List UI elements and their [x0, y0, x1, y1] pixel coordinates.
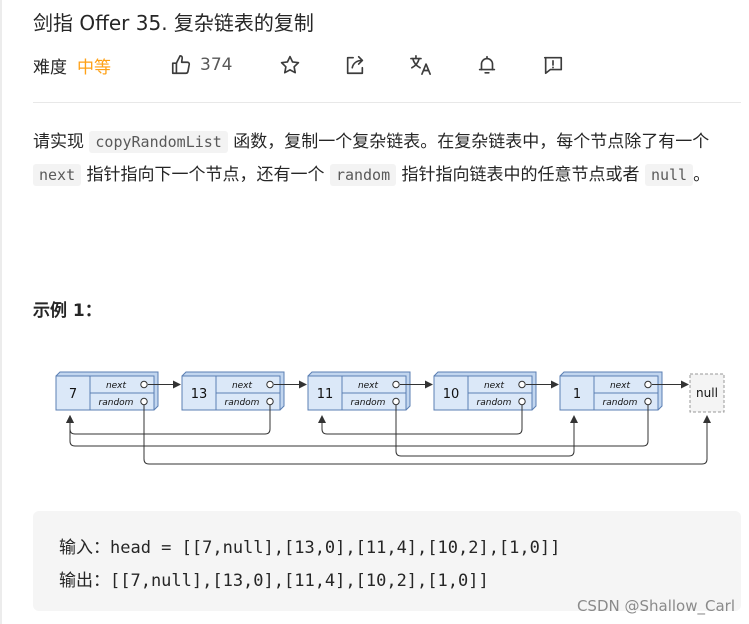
- random-pointer-dot: [518, 397, 526, 406]
- problem-title: 剑指 Offer 35. 复杂链表的复制: [33, 11, 314, 35]
- share-button[interactable]: [344, 52, 366, 78]
- node-random-label: random: [225, 398, 260, 408]
- description-text: 函数，复制一个复杂链表。在复杂链表中，每个节点除了有一个: [227, 132, 710, 152]
- node-random-label: random: [477, 398, 512, 408]
- difficulty: 难度 中等: [33, 52, 111, 78]
- description-text: 指针指向链表中的任意节点或者: [396, 165, 645, 185]
- node-random-cell: [89, 392, 155, 411]
- node-value: 13: [191, 387, 208, 402]
- node-random-label: random: [99, 398, 134, 408]
- example-output: 输出：[[7,null],[13,0],[11,4],[10,2],[1,0]]: [59, 571, 489, 591]
- random-arrow: [318, 404, 523, 435]
- example-code-block: 输入：head = [[7,null],[13,0],[11,4],[10,2]…: [33, 511, 741, 611]
- next-pointer-dot: [140, 380, 148, 389]
- node-value-cell: [181, 375, 217, 411]
- node-random-cell: [341, 392, 407, 411]
- random-pointer-dot: [644, 397, 652, 406]
- description-text: 。: [693, 165, 711, 185]
- subscribe-button[interactable]: [476, 52, 498, 78]
- next-pointer-dot: [392, 380, 400, 389]
- null-node-label: null: [696, 386, 718, 400]
- node-value-cell: [55, 375, 91, 411]
- random-arrow: [395, 404, 578, 457]
- share-icon: [344, 54, 366, 76]
- node-random-cell: [593, 392, 659, 411]
- node-random-label: random: [351, 398, 386, 408]
- node-next-label: next: [106, 381, 127, 391]
- node-value: 1: [573, 387, 581, 402]
- linked-list-diagram: 7 next random 13 next random 11 next random 10 nex…: [55, 371, 725, 465]
- description-text: 指针指向下一个节点，还有一个: [81, 165, 330, 185]
- bell-icon: [476, 54, 498, 76]
- feedback-icon: [542, 54, 564, 76]
- thumbs-up-icon: [170, 54, 192, 76]
- next-pointer-dot: [644, 380, 652, 389]
- favorite-button[interactable]: [279, 52, 301, 78]
- difficulty-label: 难度: [33, 57, 67, 78]
- translate-button[interactable]: [409, 52, 433, 78]
- node-random-cell: [215, 392, 281, 411]
- node-value: 7: [69, 387, 77, 402]
- node-random-label: random: [603, 398, 638, 408]
- next-pointer-dot: [518, 380, 526, 389]
- random-pointer-dot: [266, 397, 274, 406]
- left-panel-border: [0, 0, 2, 624]
- random-pointer-dot: [392, 397, 400, 406]
- problem-description: 请实现 copyRandomList 函数，复制一个复杂链表。在复杂链表中，每个…: [33, 126, 741, 192]
- example-title: 示例 1：: [33, 301, 102, 321]
- inline-code-copyrandomlist: copyRandomList: [89, 131, 228, 153]
- difficulty-value: 中等: [77, 57, 111, 78]
- translate-icon: [409, 54, 433, 76]
- likes-count: 374: [200, 55, 233, 75]
- node-random-cell: [467, 392, 533, 411]
- node-value-cell: [433, 375, 469, 411]
- random-arrow: [66, 404, 649, 447]
- node-value-cell: [559, 375, 595, 411]
- node-next-label: next: [484, 381, 505, 391]
- null-node: [689, 373, 725, 413]
- inline-code-next: next: [33, 164, 82, 186]
- inline-code-random: random: [329, 164, 397, 186]
- description-text: 请实现: [33, 132, 90, 152]
- node-value-cell: [307, 375, 343, 411]
- feedback-button[interactable]: [542, 52, 564, 78]
- random-arrow: [143, 404, 711, 465]
- node-next-label: next: [358, 381, 379, 391]
- example-input: 输入：head = [[7,null],[13,0],[11,4],[10,2]…: [59, 538, 561, 558]
- next-pointer-dot: [266, 380, 274, 389]
- header-divider: [33, 102, 741, 103]
- node-value: 11: [317, 387, 334, 402]
- node-next-label: next: [232, 381, 253, 391]
- inline-code-null: null: [644, 164, 694, 186]
- like-button[interactable]: 374: [170, 52, 232, 78]
- star-icon: [279, 54, 301, 76]
- random-pointer-dot: [140, 397, 148, 406]
- watermark: CSDN @Shallow_Carl: [576, 597, 735, 615]
- node-next-label: next: [610, 381, 631, 391]
- node-value: 10: [443, 387, 460, 402]
